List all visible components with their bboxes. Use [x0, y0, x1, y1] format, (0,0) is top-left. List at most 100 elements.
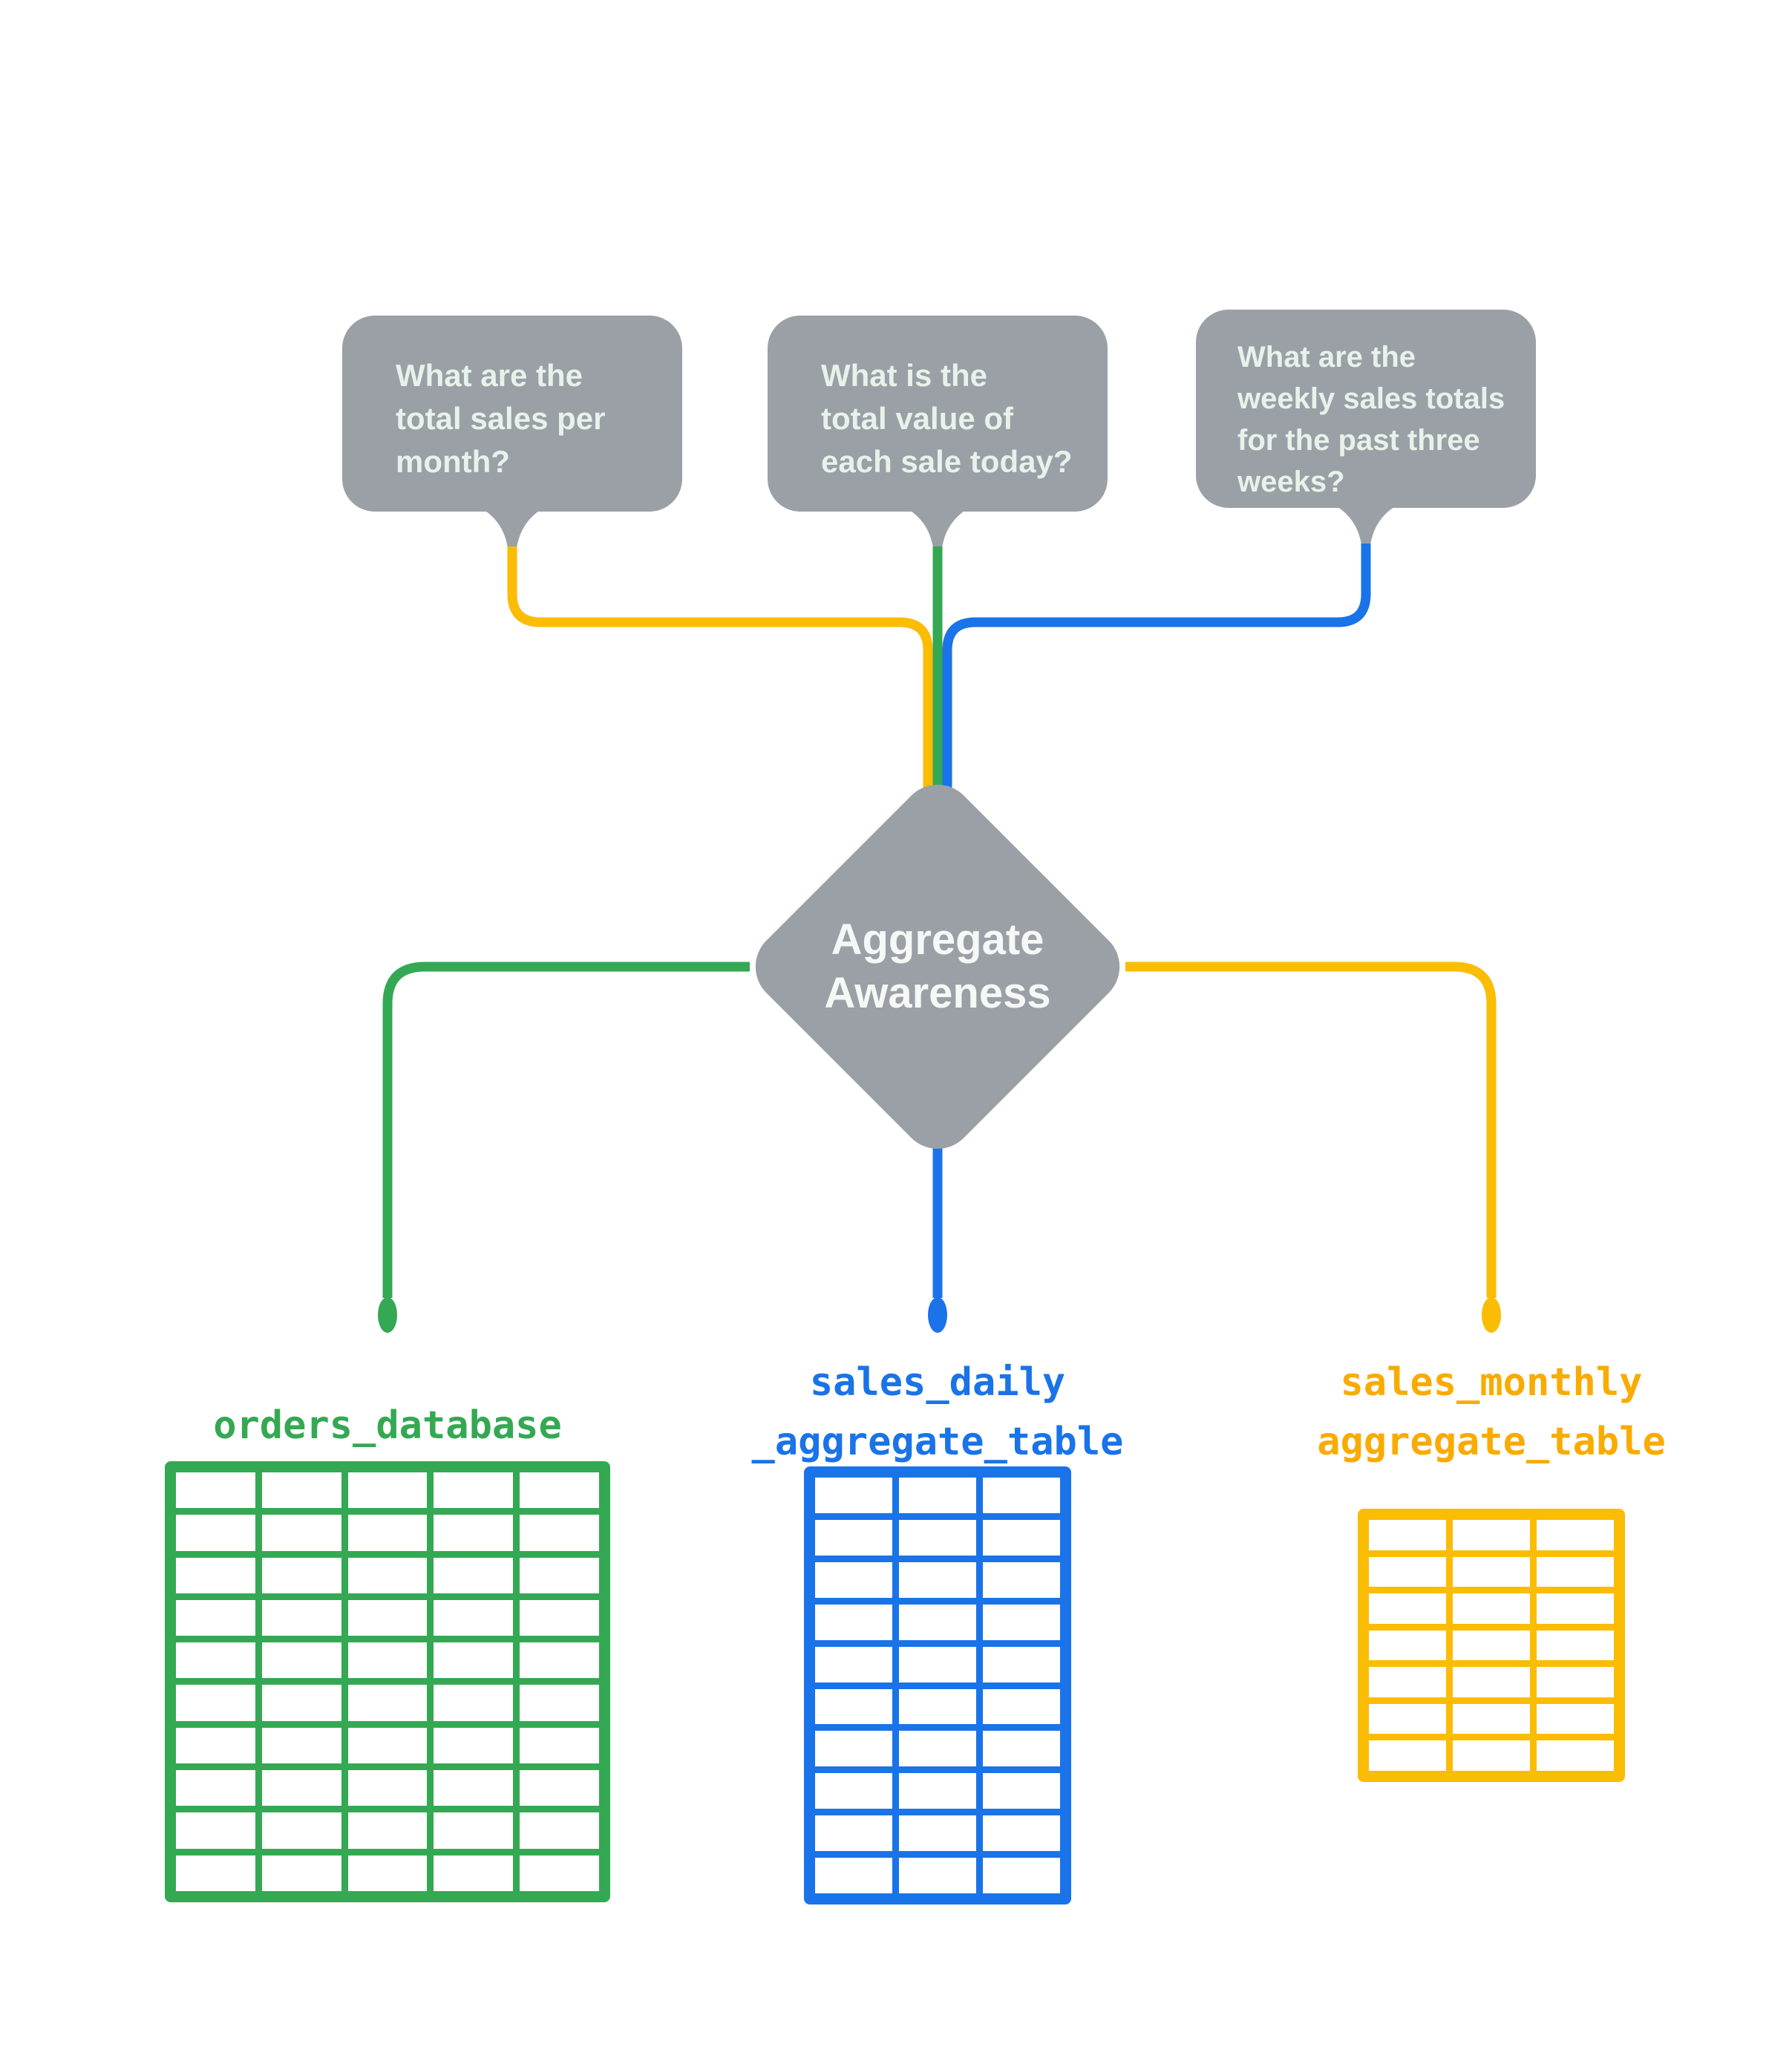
table-label-line: _aggregate_table — [751, 1420, 1124, 1464]
table-cell — [983, 1731, 1060, 1767]
table-cell — [434, 1599, 514, 1636]
table-cell — [347, 1515, 428, 1551]
table-cell — [347, 1642, 428, 1679]
table-cell — [1537, 1667, 1614, 1697]
table-cell — [1453, 1520, 1530, 1550]
table-cell — [520, 1812, 599, 1849]
question-text-line: each sale today? — [821, 444, 1073, 479]
table-cell — [1537, 1593, 1614, 1624]
table-cell — [815, 1773, 892, 1809]
table-cell — [1453, 1667, 1530, 1697]
table-label-line: sales_daily — [809, 1360, 1066, 1405]
table-cell — [1537, 1740, 1614, 1771]
table-cell — [1453, 1740, 1530, 1771]
table-cell — [176, 1642, 255, 1679]
table-cell — [899, 1731, 976, 1767]
table-cell — [520, 1472, 599, 1509]
table-cell — [815, 1731, 892, 1767]
table-cell — [1369, 1740, 1446, 1771]
table-cell — [347, 1685, 428, 1721]
table-cell — [434, 1727, 514, 1764]
aggregate-awareness-label: Aggregate Awareness — [824, 913, 1050, 1020]
table-label-line: orders_database — [213, 1403, 562, 1448]
table-cell — [1369, 1556, 1446, 1587]
table-cell — [899, 1773, 976, 1809]
table-cell — [176, 1515, 255, 1551]
connector-hub-to-orders-green — [382, 962, 750, 1298]
table-cell — [899, 1858, 976, 1893]
question-text-line: What is the — [821, 358, 988, 393]
orders-database-table — [165, 1461, 610, 1902]
connector-monthly-question-yellow — [507, 546, 933, 824]
table-cell — [1369, 1667, 1446, 1697]
table-cell — [176, 1685, 255, 1721]
table-cell — [815, 1478, 892, 1513]
sales-daily-aggregate-table-label: sales_daily _aggregate_table — [752, 1353, 1124, 1472]
table-cell — [1369, 1593, 1446, 1624]
table-cell — [1537, 1520, 1614, 1550]
table-cell — [815, 1688, 892, 1725]
table-cell — [176, 1812, 255, 1849]
table-cell — [261, 1599, 341, 1636]
sales-monthly-aggregate-table — [1358, 1509, 1625, 1782]
table-cell — [261, 1685, 341, 1721]
table-cell — [434, 1770, 514, 1806]
table-cell — [1369, 1520, 1446, 1550]
table-cell — [347, 1727, 428, 1764]
table-cell — [1369, 1630, 1446, 1661]
table-cell — [1537, 1703, 1614, 1734]
table-cell — [815, 1815, 892, 1852]
table-cell — [520, 1770, 599, 1806]
table-cell — [520, 1515, 599, 1551]
table-cell — [983, 1688, 1060, 1725]
table-cell — [899, 1519, 976, 1556]
question-text-line: for the past three — [1237, 424, 1480, 457]
connector-hub-to-monthly-yellow — [1125, 962, 1497, 1298]
table-cell — [176, 1472, 255, 1509]
table-cell — [261, 1855, 341, 1891]
table-cell — [347, 1855, 428, 1891]
table-cell — [176, 1727, 255, 1764]
table-cell — [899, 1688, 976, 1725]
table-cell — [347, 1812, 428, 1849]
table-label-line: aggregate_table — [1317, 1420, 1666, 1464]
question-text-line: weekly sales totals — [1237, 382, 1505, 415]
table-cell — [347, 1557, 428, 1593]
orders-database-label: orders_database — [213, 1396, 562, 1455]
speech-bubble-daily-sales-question: What is the total value of each sale tod… — [768, 316, 1108, 512]
table-cell — [1453, 1593, 1530, 1624]
table-cell — [983, 1561, 1060, 1598]
endpoint-dot-orders — [378, 1297, 397, 1333]
table-cell — [520, 1685, 599, 1721]
table-cell — [1537, 1630, 1614, 1661]
table-cell — [261, 1642, 341, 1679]
table-cell — [899, 1561, 976, 1598]
table-label-line: sales_monthly — [1340, 1360, 1643, 1405]
table-cell — [261, 1812, 341, 1849]
table-cell — [983, 1478, 1060, 1513]
table-cell — [434, 1557, 514, 1593]
endpoint-dot-daily — [928, 1297, 947, 1333]
table-cell — [983, 1646, 1060, 1682]
bubble-tail-daily-question — [903, 506, 972, 552]
table-cell — [434, 1855, 514, 1891]
table-cell — [983, 1773, 1060, 1809]
endpoint-dot-monthly — [1482, 1297, 1501, 1333]
bubble-tail-monthly-question — [478, 506, 546, 552]
question-text-line: weeks? — [1237, 466, 1345, 498]
sales-monthly-aggregate-table-label: sales_monthly aggregate_table — [1317, 1353, 1666, 1472]
table-cell — [899, 1604, 976, 1640]
table-cell — [434, 1642, 514, 1679]
speech-bubble-monthly-sales-question: What are the total sales per month? — [342, 316, 682, 512]
table-cell — [815, 1519, 892, 1556]
diamond-label-line: Awareness — [824, 969, 1051, 1017]
table-cell — [261, 1557, 341, 1593]
table-cell — [347, 1770, 428, 1806]
table-cell — [261, 1727, 341, 1764]
table-cell — [1453, 1703, 1530, 1734]
table-cell — [899, 1815, 976, 1852]
table-cell — [983, 1519, 1060, 1556]
connector-weekly-question-blue — [942, 544, 1371, 824]
